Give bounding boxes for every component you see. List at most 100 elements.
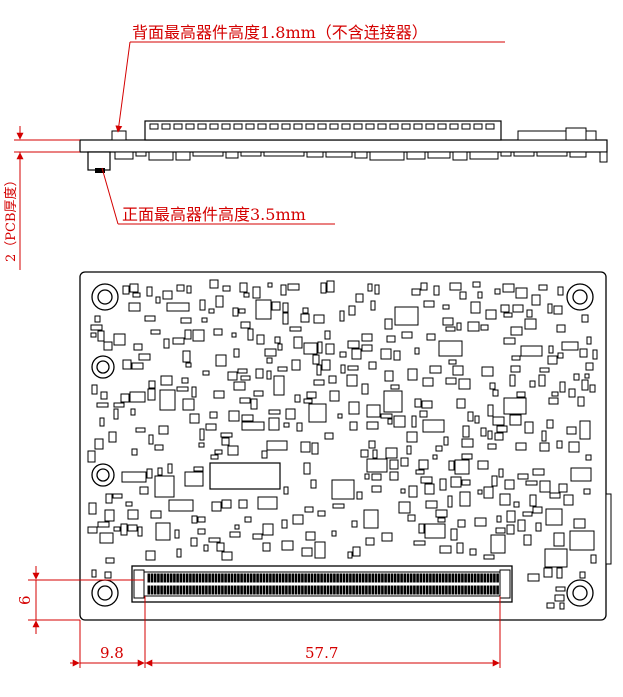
pcb-component <box>592 349 598 360</box>
pcb-component <box>372 449 378 459</box>
pcb-component <box>228 410 240 422</box>
pcb-component <box>383 390 403 413</box>
connector-pin <box>358 585 362 595</box>
connector-side-pin <box>161 123 171 130</box>
pcb-component <box>481 366 494 377</box>
connector-pin <box>429 573 432 583</box>
connector-y-label: 6 <box>16 595 34 605</box>
pcb-component <box>347 365 359 371</box>
connector-pin <box>496 585 499 595</box>
pcb-component <box>513 501 520 508</box>
connector-pin <box>368 585 371 595</box>
connector-pin <box>189 585 192 595</box>
pcb-component <box>483 554 495 560</box>
connector-pin <box>422 585 426 595</box>
pcb-component <box>548 345 554 354</box>
pcb-component <box>303 462 311 475</box>
connector-pin <box>253 573 256 583</box>
pcb-component <box>393 350 401 361</box>
pcb-component <box>363 509 379 529</box>
connector-pin <box>403 573 407 583</box>
connector-pin <box>221 585 224 595</box>
pcb-component <box>268 417 280 431</box>
connector-pin <box>169 573 173 583</box>
top-view <box>79 271 612 621</box>
pcb-component <box>239 282 248 293</box>
pcb-component <box>221 499 232 509</box>
top-component-right <box>517 130 597 141</box>
pcb-component <box>447 495 453 508</box>
pcb-component <box>303 342 318 355</box>
front-component-foot <box>95 168 105 173</box>
pcb-component <box>422 377 434 387</box>
pcb-component <box>162 290 173 300</box>
pcb-component <box>104 571 112 579</box>
connector-pin <box>477 585 480 595</box>
pcb-component <box>293 336 303 349</box>
pcb-component <box>393 415 406 428</box>
pcb-component <box>407 368 418 381</box>
pcb-component <box>502 283 515 293</box>
pcb-component <box>517 519 526 532</box>
pcb-component <box>500 304 510 313</box>
pcb-outline <box>79 271 607 621</box>
pcb-component <box>324 330 331 340</box>
pcb-component <box>331 530 337 537</box>
pcb-component <box>365 537 375 546</box>
pcb-component <box>167 463 173 474</box>
connector-pin <box>451 573 455 583</box>
pcb-component <box>241 414 254 422</box>
connector-pin <box>473 585 477 595</box>
connector-pin <box>275 585 279 595</box>
connector-pin <box>342 585 346 595</box>
pcb-component <box>456 542 464 554</box>
pcb-component <box>201 317 208 323</box>
connector-pin <box>304 573 307 583</box>
connector-side-pin <box>221 123 231 130</box>
pcb-component <box>583 488 591 495</box>
pcb-component <box>129 391 146 403</box>
pcb-component <box>527 573 540 582</box>
side-component <box>114 151 134 160</box>
connector-pin <box>176 585 179 595</box>
connector-pin <box>480 585 483 595</box>
pcb-component <box>227 445 239 456</box>
connector-pin <box>403 585 407 595</box>
connector-side-pin <box>173 123 183 130</box>
connector-side-pin <box>425 123 435 130</box>
pcb-component <box>300 441 311 453</box>
pcb-component <box>590 554 597 564</box>
pcb-component <box>385 447 398 459</box>
connector-pin <box>493 573 496 583</box>
connector-side-pin <box>149 123 159 130</box>
pcb-component <box>374 284 380 295</box>
connector-pin <box>275 573 279 583</box>
connector-pin <box>214 585 218 595</box>
pcb-component <box>184 471 204 487</box>
pcb-component <box>306 391 317 399</box>
pcb-component <box>234 524 240 530</box>
pcb-component <box>411 415 417 428</box>
pcb-component <box>90 332 97 338</box>
pcb-component <box>472 281 481 288</box>
pcb-component <box>438 340 463 357</box>
pcb-component <box>190 537 198 547</box>
pcb-component <box>125 501 133 507</box>
connector-pin <box>249 573 253 583</box>
pcb-component <box>433 285 440 296</box>
pcb-component <box>100 391 108 400</box>
pcb-component <box>477 489 483 495</box>
connector-pin <box>339 573 343 583</box>
connector-pin <box>473 573 477 583</box>
connector-pin <box>461 585 464 595</box>
connector-pin <box>320 585 323 595</box>
connector-pin <box>265 573 269 583</box>
connector-side-pin <box>365 123 375 130</box>
pcb-component <box>172 337 185 345</box>
side-component <box>513 151 535 157</box>
pcb-component <box>384 318 393 330</box>
pcb-component <box>97 521 110 528</box>
connector-pin <box>304 585 307 595</box>
connector-pin <box>406 573 410 583</box>
connector-pin <box>448 585 451 595</box>
